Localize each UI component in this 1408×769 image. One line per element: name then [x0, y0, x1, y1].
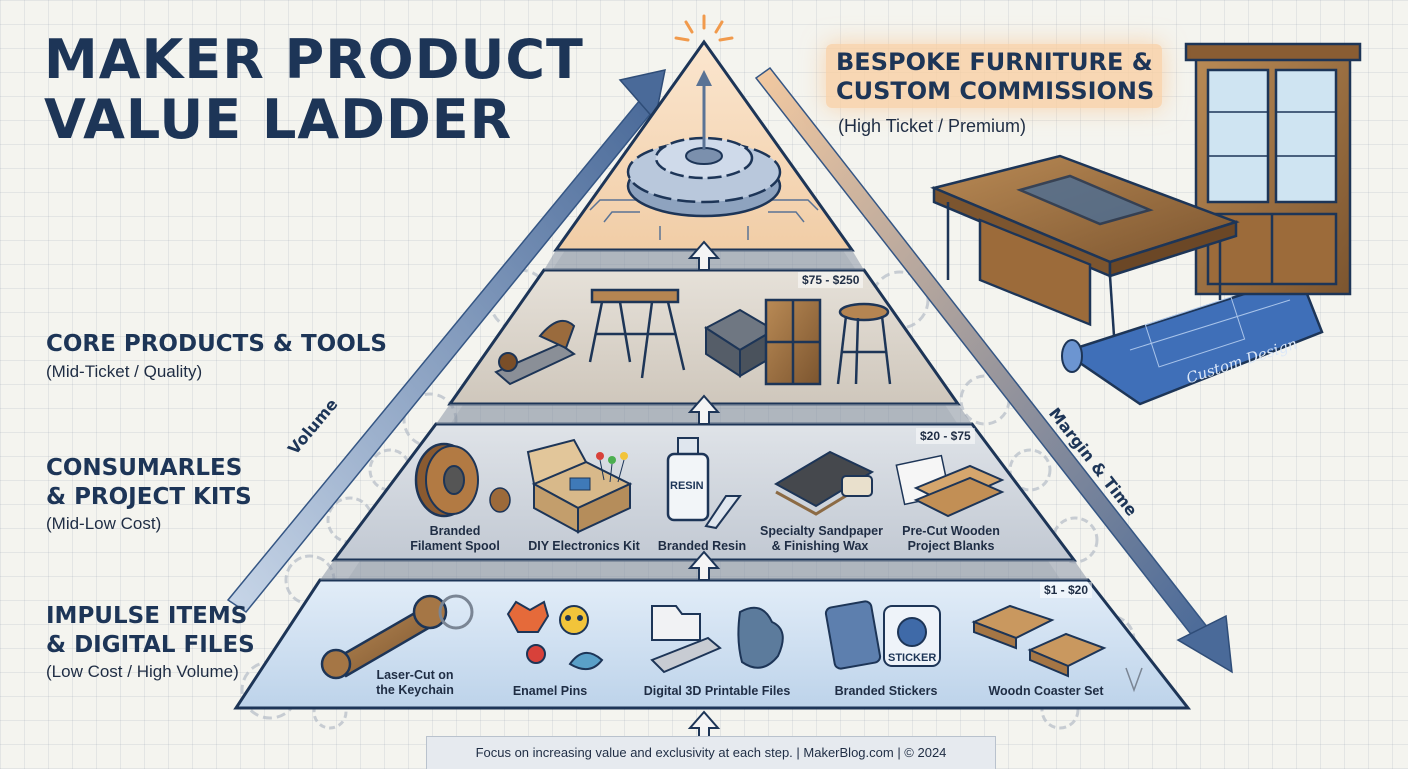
impulse-tier-price: $1 - $20 [1040, 582, 1092, 598]
core-tier-price: $75 - $250 [798, 272, 863, 288]
item-enamel-pins: Enamel Pins [500, 684, 600, 699]
top-tier-heading: BESPOKE FURNITURE & CUSTOM COMMISSIONS [836, 48, 1154, 106]
item-digital-files: Digital 3D Printable Files [632, 684, 802, 699]
item-electronics-kit: DIY Electronics Kit [524, 539, 644, 554]
core-tier-heading: CORE PRODUCTS & TOOLS [46, 330, 387, 359]
apex-rays [676, 16, 732, 40]
item-sandpaper: Specialty Sandpaper& Finishing Wax [760, 524, 880, 554]
cabinet-icon [1186, 44, 1360, 294]
sticker-label: STICKER [888, 652, 936, 664]
table-icon [934, 156, 1236, 336]
footer-bar: Focus on increasing value and exclusivit… [426, 736, 996, 769]
top-tier-subtitle: (High Ticket / Premium) [838, 116, 1026, 137]
cubby-shelf-icon [766, 300, 820, 384]
kits-tier-price: $20 - $75 [916, 428, 975, 444]
resin-label: RESIN [670, 480, 704, 492]
core-tier-subtitle: (Mid-Ticket / Quality) [46, 362, 202, 382]
item-coaster-set: Woodn Coaster Set [976, 684, 1116, 699]
impulse-tier-heading: IMPULSE ITEMS & DIGITAL FILES [46, 602, 255, 660]
impulse-tier-subtitle: (Low Cost / High Volume) [46, 662, 239, 682]
item-stickers: Branded Stickers [826, 684, 946, 699]
tier-core [450, 270, 958, 404]
kits-tier-heading: CONSUMARLES & PROJECT KITS [46, 454, 252, 512]
page-title: MAKER PRODUCT VALUE LADDER [44, 30, 604, 150]
kits-tier-subtitle: (Mid-Low Cost) [46, 514, 161, 534]
item-resin: Branded Resin [652, 539, 752, 554]
